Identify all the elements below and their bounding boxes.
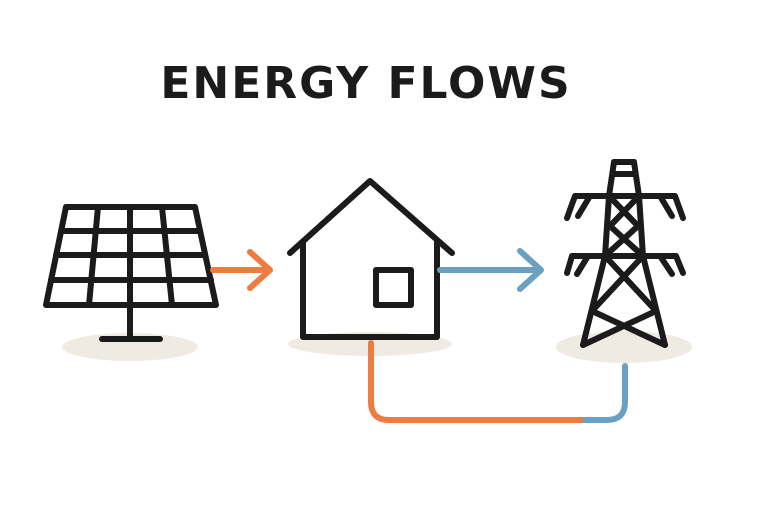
flow-arrow-solar-to-house (210, 249, 273, 291)
diagram-title: ENERGY FLOWS (160, 58, 572, 109)
flow-line-house-to-grid-orange (368, 340, 588, 423)
flow-arrow-house-to-grid (437, 248, 544, 292)
transmission-tower-icon (564, 159, 686, 348)
house-icon (287, 178, 455, 340)
tower-shadow (556, 331, 692, 363)
house-window (373, 267, 414, 308)
solar-shadow (62, 333, 198, 361)
flow-line-house-to-grid-blue (582, 363, 628, 423)
solar-panel-icon (43, 204, 219, 342)
